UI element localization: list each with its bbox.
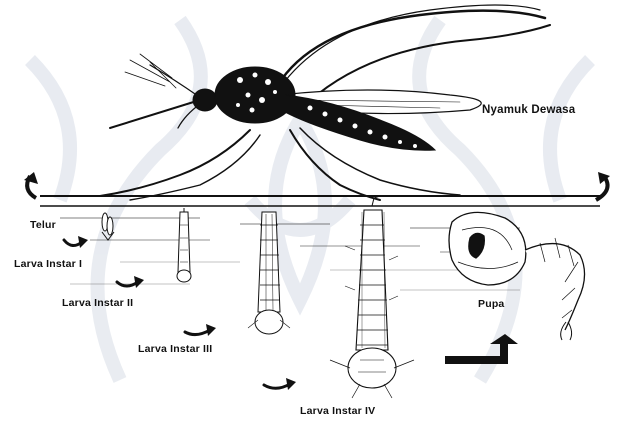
larva-instar-3-illustration (330, 196, 414, 398)
arrow-l4-to-pupa-icon (445, 334, 518, 364)
label-adult-mosquito: Nyamuk Dewasa (482, 104, 575, 116)
arrowhead-l2-to-l3-icon (206, 324, 216, 336)
arrowhead-egg-to-l1-icon (78, 236, 88, 248)
label-larva-instar-4: Larva Instar IV (300, 405, 375, 417)
arrowhead-l1-to-l2-icon (134, 276, 144, 288)
larva-instar-1-illustration (177, 208, 191, 282)
label-larva-instar-1: Larva Instar I (14, 258, 82, 270)
label-larva-instar-2: Larva Instar II (62, 297, 133, 309)
arrow-l3-to-l4-icon (264, 384, 290, 388)
arrow-l2-to-l3-icon (185, 330, 210, 335)
label-larva-instar-3: Larva Instar III (138, 343, 212, 355)
label-egg: Telur (30, 219, 56, 231)
arrowhead-l3-to-l4-icon (286, 378, 296, 390)
watermark (30, 20, 590, 380)
label-pupa: Pupa (478, 298, 504, 310)
